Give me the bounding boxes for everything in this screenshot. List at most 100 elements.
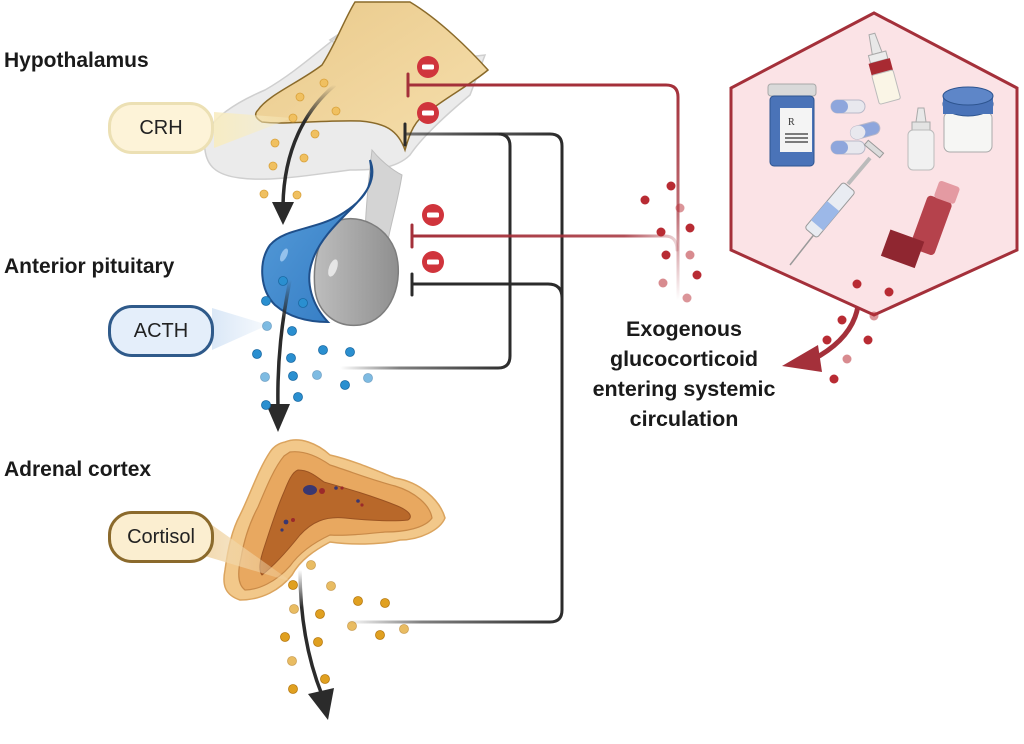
particle — [312, 370, 322, 380]
stalk — [364, 148, 403, 241]
posterior-pituitary — [313, 218, 399, 327]
particle — [286, 353, 296, 363]
particle — [259, 189, 269, 199]
particle — [345, 347, 355, 357]
adrenal-illustration — [223, 439, 446, 601]
medication-hexagon: R — [729, 11, 1019, 317]
particle — [293, 392, 303, 402]
adrenal-vessel — [280, 528, 284, 532]
particle — [666, 181, 676, 191]
particle — [852, 279, 862, 289]
particle — [331, 106, 341, 116]
particle — [287, 326, 297, 336]
particle — [319, 78, 329, 88]
particle — [829, 374, 839, 384]
caption-line: glucocorticoid — [609, 347, 759, 371]
cortisol-particles — [280, 560, 409, 694]
particle — [278, 276, 288, 286]
particle — [822, 335, 832, 345]
particle — [288, 371, 298, 381]
inhaler-icon — [880, 180, 960, 269]
svg-text:R: R — [788, 117, 795, 128]
cortisol-feedback-line-hypothalamus — [343, 132, 564, 624]
cortisol-hormone-pill: Cortisol — [108, 511, 214, 563]
adrenal-cortex-label: Adrenal cortex — [4, 458, 152, 481]
particle — [380, 598, 390, 608]
inhibit-badge — [417, 56, 439, 78]
crh-particles — [259, 78, 341, 200]
acth-hormone-pill: ACTH — [108, 305, 214, 357]
cortisol-callout-beam — [205, 520, 292, 582]
particle — [363, 373, 373, 383]
particle — [289, 604, 299, 614]
adrenal-vessel — [360, 503, 364, 507]
adrenal-vessel — [334, 486, 338, 490]
inhibit-badge — [422, 204, 444, 226]
adrenal-vessel — [356, 499, 360, 503]
particle — [656, 227, 666, 237]
caption-line: entering systemic — [592, 377, 776, 401]
inhibit-badge — [417, 102, 439, 124]
endogenous-feedback — [338, 122, 564, 624]
particle — [288, 580, 298, 590]
ointment-jar-icon — [942, 86, 994, 153]
exogenous-glucocorticoid-caption: Exogenous glucocorticoid entering system… — [564, 314, 804, 434]
acth-callout-beam — [212, 308, 268, 350]
particle — [326, 581, 336, 591]
crh-flow-arrow — [272, 83, 337, 225]
particle — [315, 609, 325, 619]
particle — [661, 250, 671, 260]
capsule-icon — [830, 99, 866, 114]
particle — [685, 250, 695, 260]
capsule-icon — [830, 140, 866, 155]
particle — [869, 311, 879, 321]
cortisol-feedback-line-pituitary — [410, 282, 564, 300]
adrenal-vessel — [283, 519, 289, 525]
particle — [353, 596, 363, 606]
crh-callout-beam — [214, 112, 292, 148]
particle — [884, 287, 894, 297]
particle — [288, 113, 298, 123]
particle — [260, 372, 270, 382]
particle — [268, 161, 278, 171]
particle — [261, 400, 271, 410]
particle — [261, 296, 271, 306]
nasal-spray-icon — [867, 32, 901, 105]
particle — [375, 630, 385, 640]
particle — [682, 293, 692, 303]
particle — [692, 270, 702, 280]
cortisol-flow-arrow — [298, 569, 334, 720]
caption-line: Exogenous — [626, 317, 742, 341]
particle — [837, 315, 847, 325]
exogenous-particles — [640, 181, 894, 384]
particle — [287, 656, 297, 666]
pituitary-blue-highlight — [279, 248, 289, 262]
particle — [863, 335, 873, 345]
particle — [299, 153, 309, 163]
particle — [295, 92, 305, 102]
particle — [252, 349, 262, 359]
particle — [685, 223, 695, 233]
particle — [658, 278, 668, 288]
particle — [318, 345, 328, 355]
particle — [298, 298, 308, 308]
acth-particles — [252, 276, 373, 410]
adrenal-vessel — [303, 485, 317, 495]
capsule-icon — [849, 121, 881, 140]
pituitary-highlight — [328, 259, 338, 277]
particle — [280, 632, 290, 642]
anterior-pituitary-label: Anterior pituitary — [4, 255, 175, 278]
adrenal-vessel — [319, 488, 325, 494]
exogenous-feedback — [406, 72, 680, 302]
particle — [320, 674, 330, 684]
particle — [270, 138, 280, 148]
particle — [399, 624, 409, 634]
hypothalamus-nucleus — [254, 1, 490, 153]
adrenal-medulla — [259, 469, 411, 576]
particle — [292, 190, 302, 200]
particle — [288, 684, 298, 694]
particle — [347, 621, 357, 631]
syringe-icon — [789, 139, 885, 266]
particle — [306, 560, 316, 570]
